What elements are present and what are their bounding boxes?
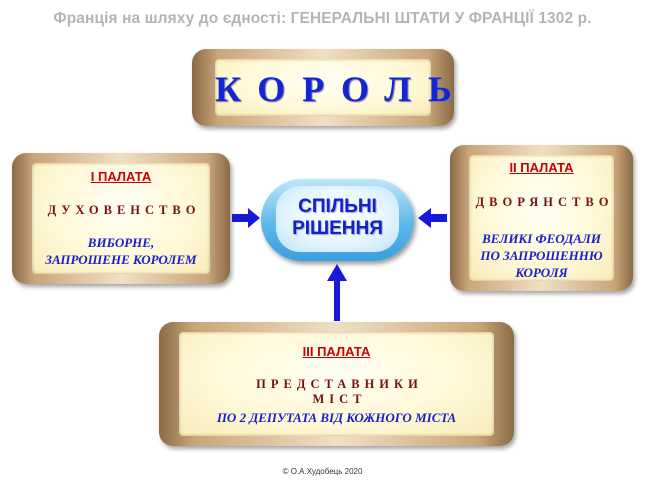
chamber-3-header: III ПАЛАТА — [302, 344, 371, 359]
chamber-2-note-line3: КОРОЛЯ — [515, 265, 568, 280]
king-box: КОРОЛЬ — [192, 49, 454, 126]
copyright-text: © О.А.Худобець 2020 — [282, 467, 363, 476]
chamber-1-estate: ДУХОВЕНСТВО — [47, 203, 201, 217]
arrow-left-icon — [418, 208, 447, 228]
chamber-3-estate-line2: МІСТ — [312, 392, 367, 406]
arrow-up-icon — [327, 264, 347, 321]
arrow-right-icon — [232, 208, 260, 228]
chamber-1-box: I ПАЛАТА ДУХОВЕНСТВО ВИБОРНЕ, ЗАПРОШЕНЕ … — [12, 153, 230, 284]
chamber-3-estate-line1: ПРЕДСТАВНИКИ — [256, 377, 423, 391]
chamber-2-estate: ДВОРЯНСТВО — [475, 195, 614, 209]
joint-decisions-pill: СПІЛЬНІ РІШЕННЯ — [261, 179, 414, 261]
chamber-2-box: II ПАЛАТА ДВОРЯНСТВО ВЕЛИКІ ФЕОДАЛИ ПО З… — [450, 145, 633, 291]
chamber-1-note-line2: ЗАПРОШЕНЕ КОРОЛЕМ — [45, 252, 197, 267]
king-label: КОРОЛЬ — [215, 69, 469, 109]
chamber-3-box: III ПАЛАТА ПРЕДСТАВНИКИ МІСТ ПО 2 ДЕПУТА… — [159, 322, 514, 446]
chamber-2-note-line2: ПО ЗАПРОШЕННЮ — [480, 248, 603, 263]
chamber-1-note-line1: ВИБОРНЕ, — [87, 235, 155, 250]
chamber-1-header: I ПАЛАТА — [90, 169, 152, 184]
page-title: Франція на шляху до єдності: ГЕНЕРАЛЬНІ … — [53, 10, 592, 27]
chamber-3-note: ПО 2 ДЕПУТАТА ВІД КОЖНОГО МІСТА — [216, 410, 457, 425]
chamber-2-note-line1: ВЕЛИКІ ФЕОДАЛИ — [482, 231, 601, 246]
joint-decisions-line2: РІШЕННЯ — [292, 218, 383, 239]
chamber-2-header: II ПАЛАТА — [509, 160, 574, 175]
joint-decisions-line1: СПІЛЬНІ — [298, 196, 377, 217]
